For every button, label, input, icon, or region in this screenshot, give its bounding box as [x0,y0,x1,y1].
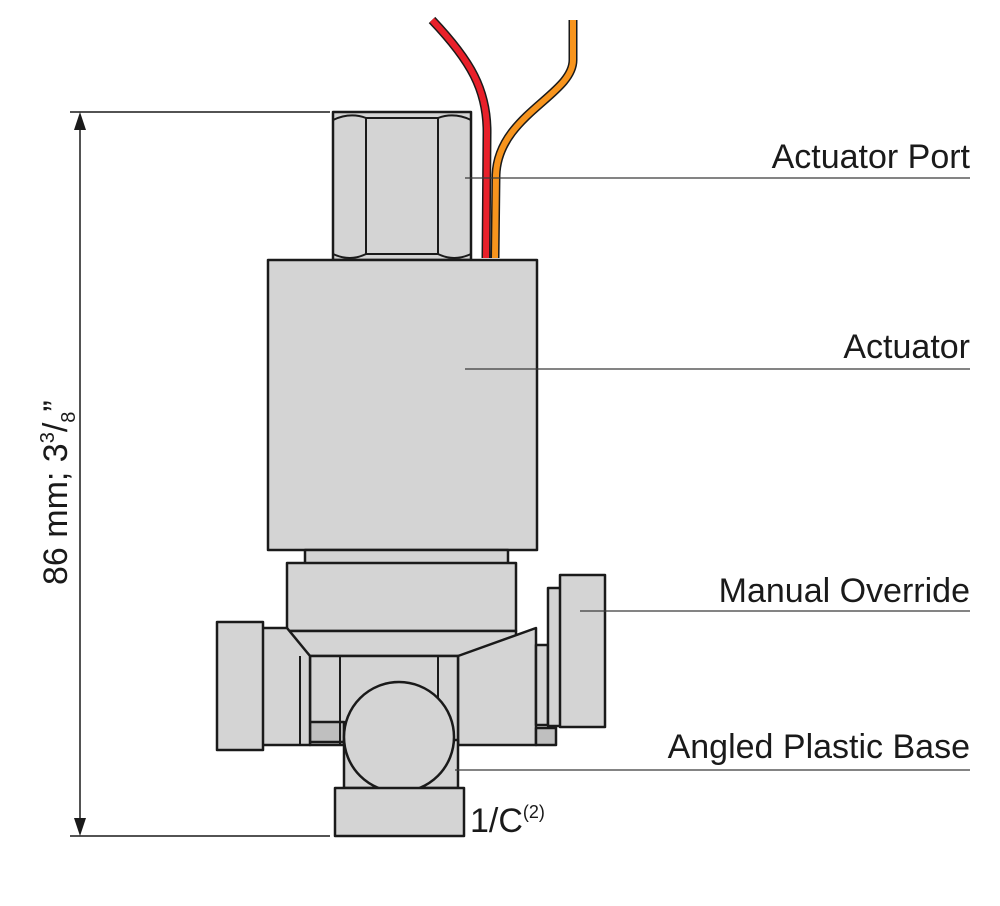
label-manual-override: Manual Override [719,572,970,610]
label-actuator: Actuator [843,328,970,366]
height-dimension-label: 86 mm; 33/8” [37,400,80,585]
height-dimension: 86 mm; 33/8” [37,111,330,837]
left-port-fitting [215,620,312,752]
label-actuator-port: Actuator Port [772,138,971,176]
wires [428,16,578,259]
actuator-port [331,110,473,262]
manual-override [534,573,607,747]
valve-upper-block [285,561,518,633]
label-port-marking: 1/C(2) [470,802,545,840]
arrowhead-top-icon [74,112,86,130]
actuator-body [266,258,539,552]
bottom-port [333,680,466,838]
label-angled-plastic-base: Angled Plastic Base [668,728,970,766]
arrowhead-bottom-icon [74,818,86,836]
